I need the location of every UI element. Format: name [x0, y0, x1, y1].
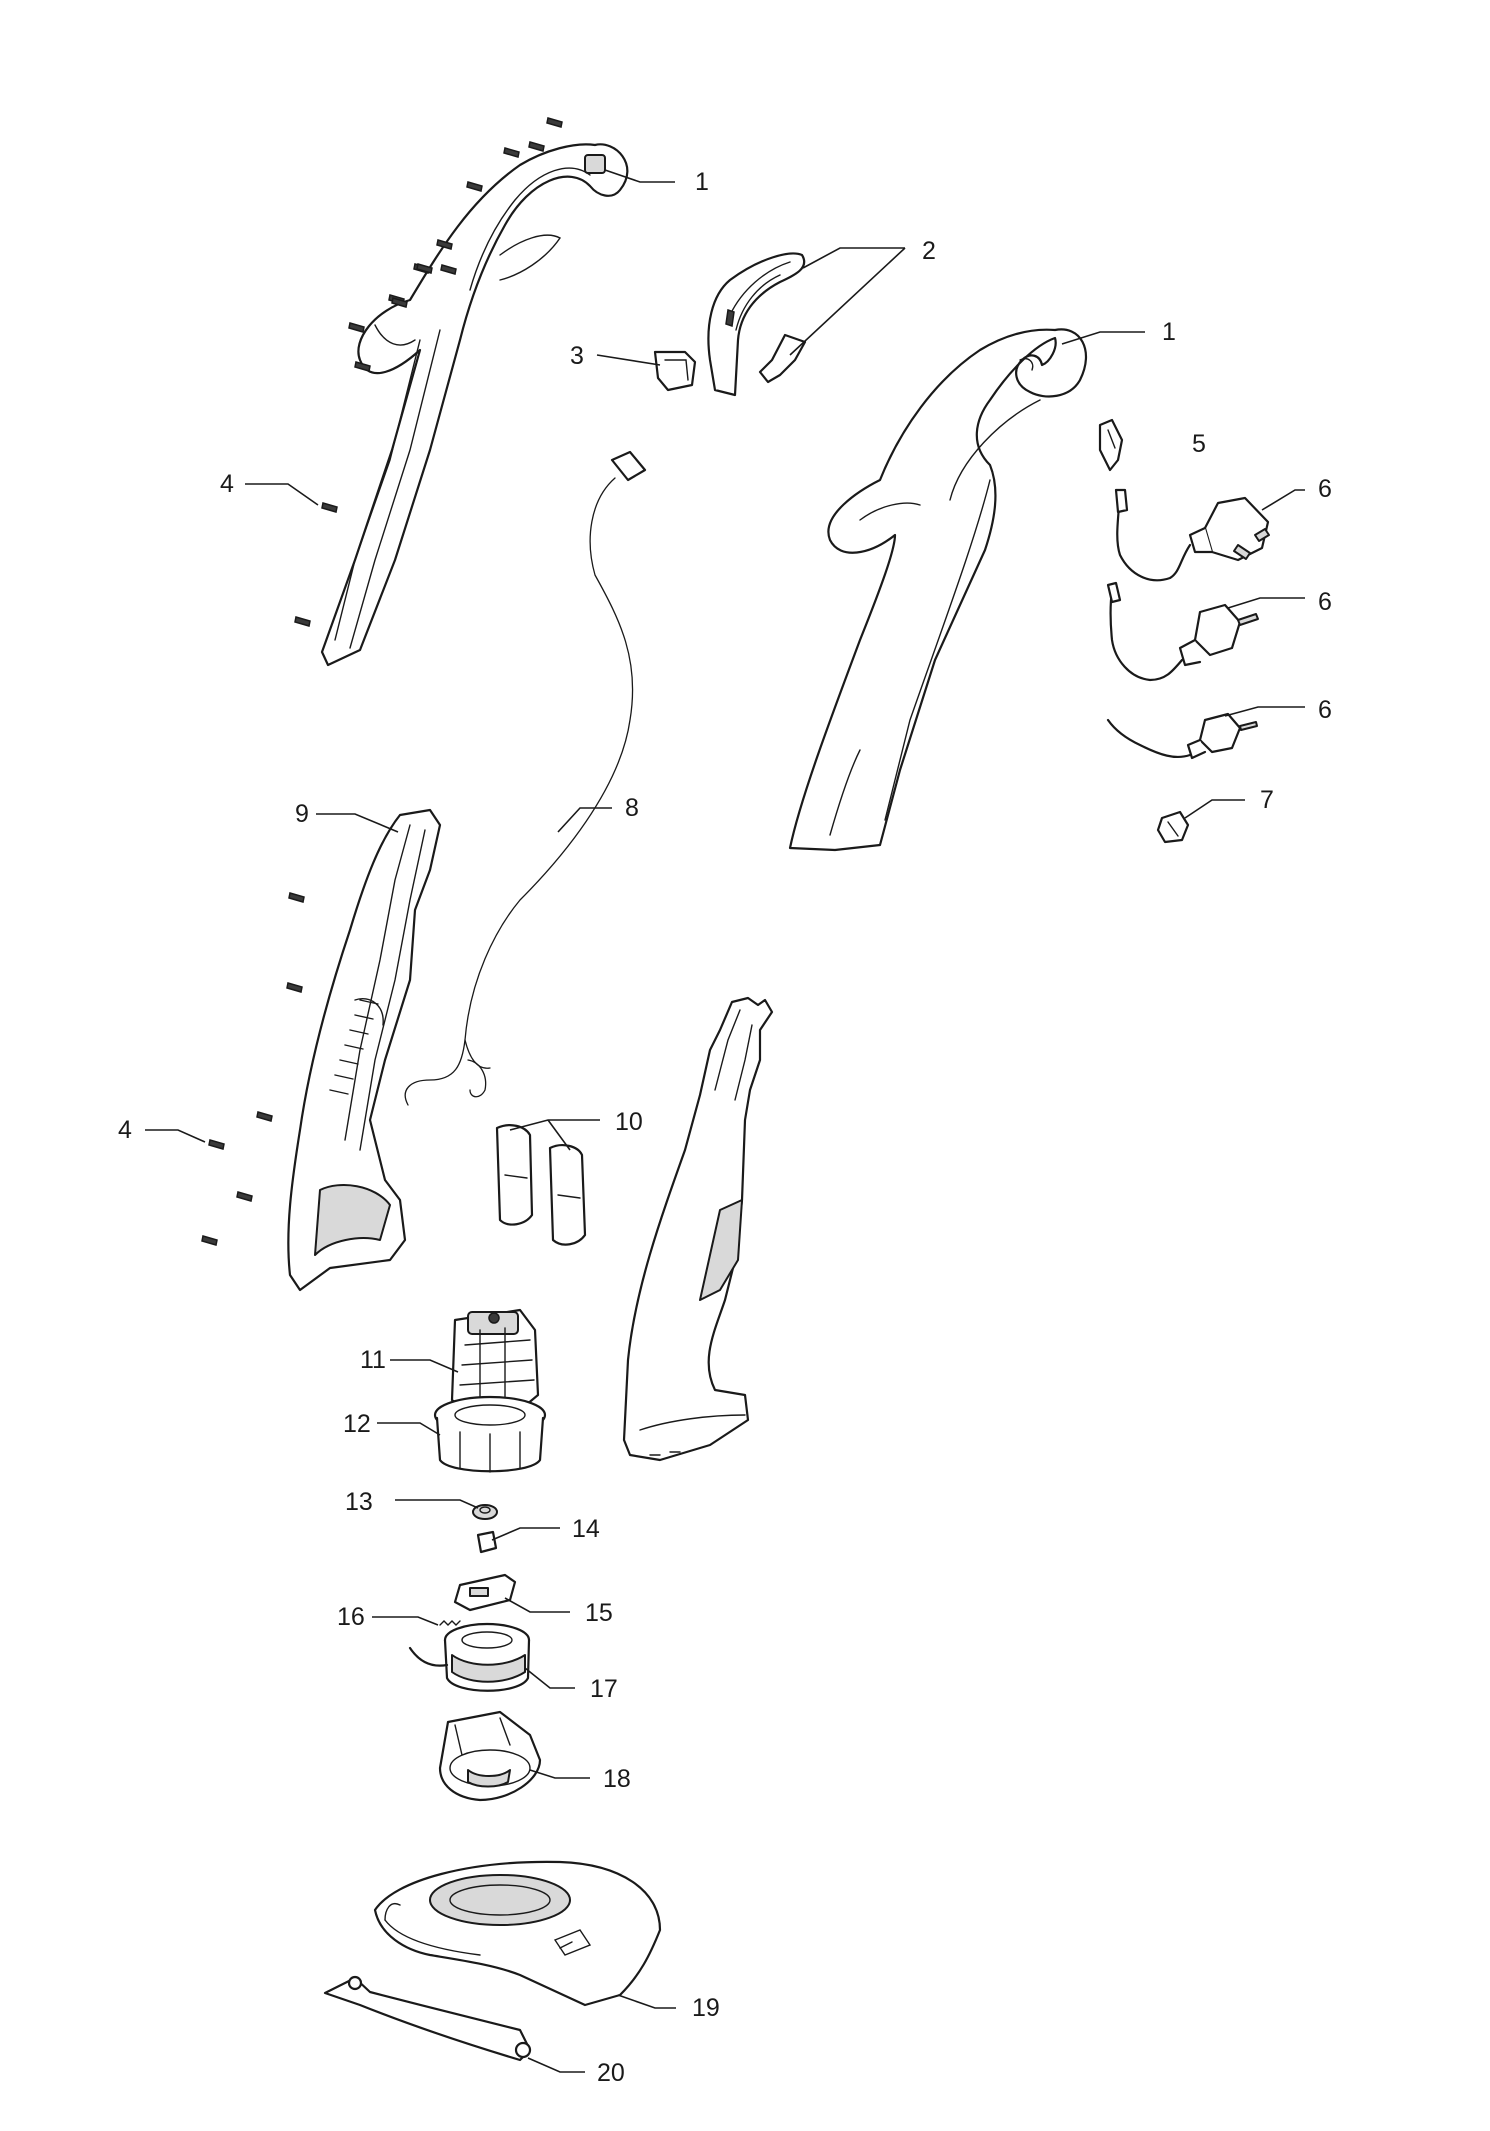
callout-label: 11 [360, 1346, 386, 1374]
part-sleeve [476, 1530, 498, 1554]
callout-label: 9 [295, 800, 309, 828]
callout-label: 10 [615, 1108, 643, 1136]
callout-12: 12 [343, 1410, 441, 1438]
part-line-cutter-blade [323, 1975, 532, 2062]
callout-label: 6 [1318, 475, 1332, 503]
callout-4-lower: 4 [118, 1116, 206, 1144]
callout-4-upper: 4 [220, 470, 319, 506]
part-cable-harness [404, 450, 647, 1106]
part-switch [653, 350, 697, 392]
callout-15: 15 [504, 1597, 613, 1627]
callout-label: 1 [1162, 318, 1176, 346]
callout-5: 5 [1192, 430, 1206, 458]
part-nut [472, 1504, 498, 1520]
callout-19: 19 [617, 1994, 720, 2022]
callout-label: 18 [603, 1765, 631, 1793]
callout-label: 7 [1260, 786, 1274, 814]
part-upper-handle-right-half [788, 328, 1088, 852]
callout-label: 5 [1192, 430, 1206, 458]
callout-7: 7 [1184, 786, 1274, 819]
callout-label: 16 [337, 1603, 365, 1631]
part-power-cord-flat [1106, 712, 1258, 760]
callout-17: 17 [524, 1667, 618, 1703]
part-motor-mount [433, 1395, 547, 1473]
callout-label: 19 [692, 1994, 720, 2022]
callout-6-uk-plug: 6 [1261, 475, 1332, 511]
part-small-clip [1156, 810, 1190, 844]
part-power-cord-uk [1114, 488, 1270, 582]
part-lower-housing-left-half [287, 808, 442, 1292]
part-spool-housing [438, 1710, 542, 1802]
callout-label: 6 [1318, 588, 1332, 616]
callout-label: 15 [585, 1599, 613, 1627]
callout-label: 17 [590, 1675, 618, 1703]
callout-label: 8 [625, 794, 639, 822]
callout-10: 10 [509, 1108, 643, 1151]
callout-14: 14 [491, 1515, 600, 1543]
callout-8: 8 [557, 794, 639, 833]
callout-20: 20 [527, 2057, 625, 2087]
callout-11: 11 [360, 1346, 459, 1374]
callout-label: 3 [570, 342, 584, 370]
part-spool [408, 1622, 531, 1692]
callout-label: 4 [118, 1116, 132, 1144]
screw-set-upper [294, 117, 563, 627]
screw-set-lower [201, 892, 305, 1246]
part-power-cord-eu [1106, 581, 1259, 682]
callout-label: 4 [220, 470, 234, 498]
callout-label: 1 [695, 168, 709, 196]
callout-label: 14 [572, 1515, 600, 1543]
part-upper-handle-left-half [320, 143, 629, 667]
part-cable-strain-relief [1098, 418, 1124, 472]
callout-label: 13 [345, 1488, 373, 1516]
callout-label: 2 [922, 237, 936, 265]
callout-label: 20 [597, 2059, 625, 2087]
callout-3: 3 [570, 342, 661, 370]
part-guard [373, 1860, 662, 2007]
part-trigger [707, 252, 807, 397]
callout-2: 2 [789, 237, 936, 356]
callout-label: 6 [1318, 696, 1332, 724]
part-spring [439, 1620, 461, 1626]
callout-13: 13 [345, 1488, 479, 1516]
part-lower-housing-right-half [622, 996, 774, 1462]
part-brushes-pair [495, 1124, 587, 1246]
callout-1-upper-right: 1 [1061, 318, 1176, 346]
part-spool-cap [453, 1573, 517, 1612]
callout-label: 12 [343, 1410, 371, 1438]
callout-18: 18 [529, 1765, 631, 1793]
callout-9: 9 [295, 800, 399, 833]
callout-6-eu-plug: 6 [1227, 588, 1332, 616]
callout-16: 16 [337, 1603, 439, 1631]
callout-6-flat-plug: 6 [1224, 696, 1332, 724]
callout-1-upper-left: 1 [604, 168, 709, 196]
